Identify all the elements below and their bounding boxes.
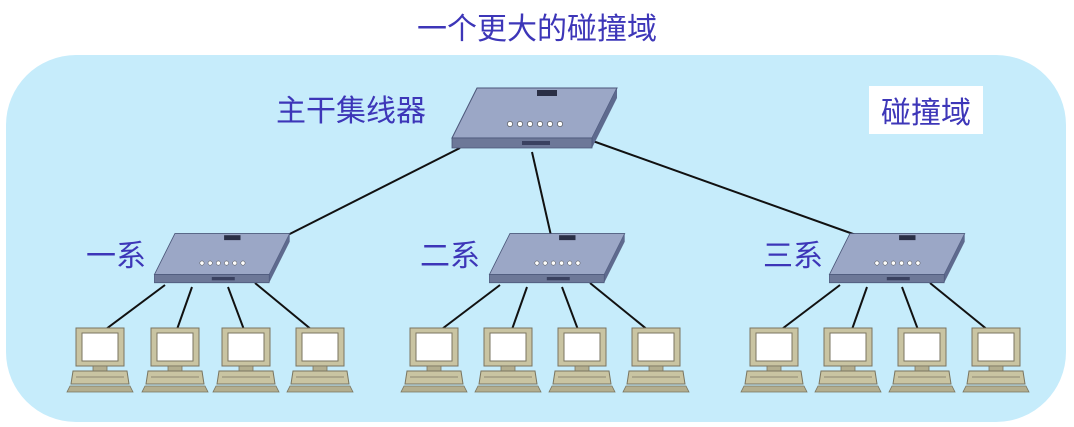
computer-icon [548, 327, 616, 393]
dept-2-label: 二系 [420, 239, 480, 274]
computer-icon [962, 327, 1030, 393]
computer-icon [141, 327, 209, 393]
computer-icon [66, 327, 134, 393]
diagram-title: 一个更大的碰撞域 [417, 12, 657, 47]
dept-1-hub-icon [153, 233, 291, 284]
dept-3-hub-icon [828, 233, 966, 284]
main-hub-label: 主干集线器 [276, 94, 426, 129]
collision-domain-label: 碰撞域 [869, 86, 983, 134]
dept-3-label: 三系 [763, 239, 823, 274]
computer-icon [814, 327, 882, 393]
computer-icon [286, 327, 354, 393]
computer-icon [474, 327, 542, 393]
computer-icon [212, 327, 280, 393]
dept-1-label: 一系 [86, 239, 146, 274]
dept-2-hub-icon [488, 233, 626, 284]
computer-icon [400, 327, 468, 393]
computer-icon [622, 327, 690, 393]
computer-icon [740, 327, 808, 393]
backbone-link-1 [257, 147, 461, 251]
backbone-link-2 [531, 151, 553, 241]
main-hub-icon [451, 87, 618, 149]
backbone-link-3 [589, 139, 871, 241]
computer-icon [888, 327, 956, 393]
